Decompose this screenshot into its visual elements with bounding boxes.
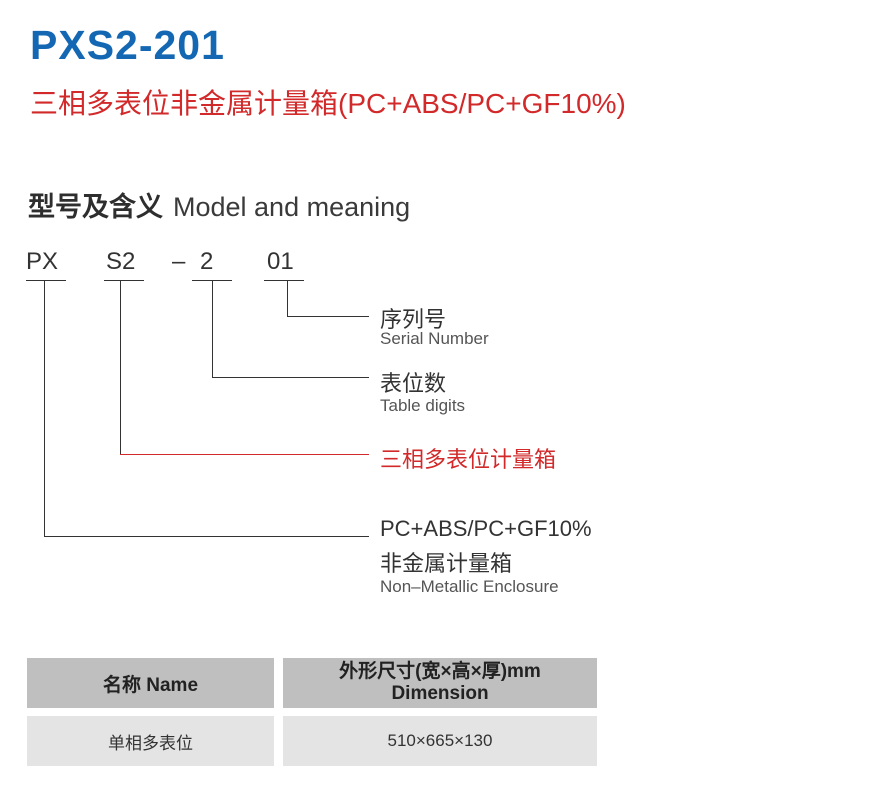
product-title: PXS2-201 bbox=[30, 22, 225, 68]
table-row-dimension: 510×665×130 bbox=[283, 716, 597, 766]
section-heading-zh: 型号及含义 bbox=[28, 192, 163, 222]
connector-material-h bbox=[44, 536, 369, 537]
code-dash: – bbox=[172, 248, 186, 275]
meaning-serial-zh: 序列号 bbox=[380, 307, 447, 332]
code-segment-2: 2 bbox=[200, 248, 214, 275]
underline-01 bbox=[264, 280, 304, 281]
underline-s2 bbox=[104, 280, 144, 281]
connector-table-h bbox=[212, 377, 369, 378]
meaning-serial-en: Serial Number bbox=[380, 329, 489, 348]
connector-phase-v bbox=[120, 280, 121, 454]
meaning-phase-zh: 三相多表位计量箱 bbox=[380, 447, 557, 472]
underline-px bbox=[26, 280, 66, 281]
meaning-material-line1: PC+ABS/PC+GF10% bbox=[380, 516, 592, 541]
section-heading: 型号及含义 Model and meaning bbox=[28, 185, 410, 224]
connector-serial-v bbox=[287, 280, 288, 316]
connector-phase-h bbox=[120, 454, 369, 455]
meaning-table-zh: 表位数 bbox=[380, 371, 447, 396]
code-segment-s2: S2 bbox=[106, 248, 136, 275]
table-header-name: 名称 Name bbox=[27, 658, 274, 708]
section-heading-en: Model and meaning bbox=[173, 192, 411, 222]
connector-table-v bbox=[212, 280, 213, 377]
meaning-table-en: Table digits bbox=[380, 396, 466, 415]
table-row-name: 单相多表位 bbox=[27, 716, 274, 766]
table-header-dimension: 外形尺寸(宽×高×厚)mm Dimension bbox=[283, 658, 597, 708]
code-segment-px: PX bbox=[26, 248, 59, 275]
code-segment-01: 01 bbox=[267, 248, 294, 275]
connector-serial-h bbox=[287, 316, 369, 317]
table-header-dimension-line1: 外形尺寸(宽×高×厚)mm bbox=[339, 661, 541, 682]
connector-material-v bbox=[44, 280, 45, 536]
product-subtitle: 三相多表位非金属计量箱(PC+ABS/PC+GF10%) bbox=[30, 88, 626, 119]
meaning-material-en: Non–Metallic Enclosure bbox=[380, 577, 559, 596]
meaning-material-line2: 非金属计量箱 bbox=[380, 551, 513, 576]
table-header-dimension-line2: Dimension bbox=[391, 683, 489, 704]
